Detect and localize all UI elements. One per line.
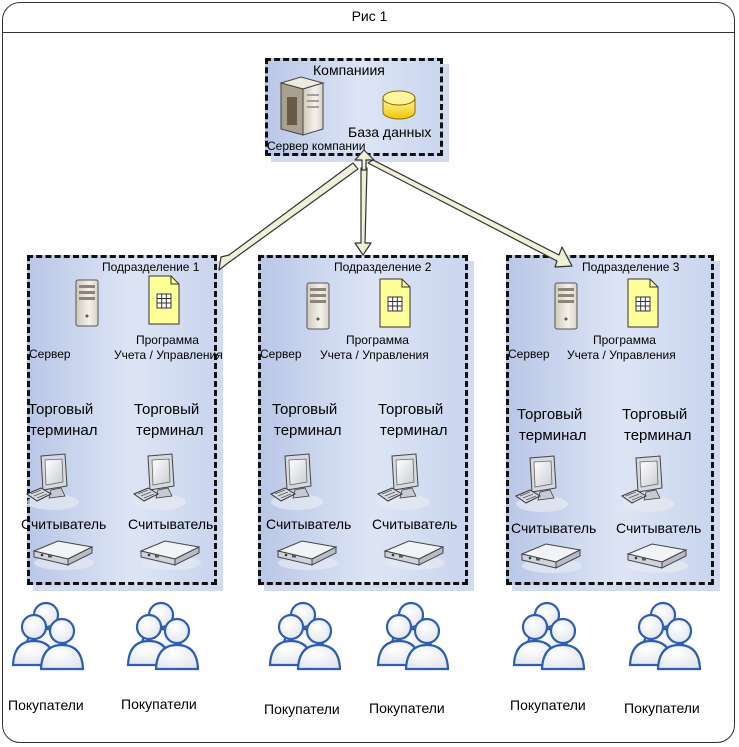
division-1-terminal-a-line1: Торговый: [28, 401, 94, 418]
division-3-border: [506, 255, 714, 585]
division-3-program-line1: Программа: [593, 333, 656, 347]
division-3-terminal-a-line1: Торговый: [517, 406, 583, 423]
customers-label-6: Покупатели: [624, 700, 700, 716]
customers-label-5: Покупатели: [510, 697, 586, 713]
company-server-label: Сервер компании: [267, 139, 366, 153]
division-1-reader-b-label: Считыватель: [128, 516, 214, 532]
division-3-terminal-a-line2: терминал: [519, 427, 587, 444]
customers-label-4: Покупатели: [369, 700, 445, 716]
division-1-server-label: Сервер: [29, 347, 71, 361]
division-3-reader-b-label: Считыватель: [616, 520, 702, 536]
company-server-icon: [279, 76, 325, 136]
company-border: [265, 58, 443, 156]
division-3-panel: [506, 255, 714, 585]
division-1-program-line2: Учета / Управления: [114, 348, 223, 362]
division-2-terminal-a-line2: терминал: [274, 422, 342, 439]
division-1-border: [27, 255, 217, 585]
division-1-program-line1: Программа: [136, 333, 199, 347]
division-2-terminal-b-line2: терминал: [380, 422, 448, 439]
division-2-reader-a-label: Считыватель: [266, 516, 352, 532]
division-2-terminal-a-line1: Торговый: [272, 401, 338, 418]
division-2-title: Подразделение 2: [334, 260, 432, 274]
division-3-program-line2: Учета / Управления: [567, 348, 676, 362]
division-2-border: [258, 255, 468, 585]
customers-label-2: Покупатели: [121, 696, 197, 712]
company-label: Компаниия: [313, 62, 385, 78]
division-1-terminal-b-line1: Торговый: [134, 401, 200, 418]
division-3-title: Подразделение 3: [582, 260, 680, 274]
division-3-reader-a-label: Считыватель: [511, 520, 597, 536]
customers-label-3: Покупатели: [264, 701, 340, 717]
connection-arrows: [218, 149, 573, 271]
division-3-terminal-b-line2: терминал: [624, 427, 692, 444]
division-2-program-line2: Учета / Управления: [320, 348, 429, 362]
database-label: База данных: [348, 124, 432, 140]
division-1-reader-a-label: Считыватель: [21, 516, 107, 532]
division-2-terminal-b-line1: Торговый: [378, 401, 444, 418]
title-bar: [2, 2, 735, 33]
division-1-title: Подразделение 1: [102, 260, 200, 274]
customers-label-1: Покупатели: [8, 697, 84, 713]
division-2-reader-b-label: Считыватель: [372, 516, 458, 532]
division-3-terminal-b-line1: Торговый: [622, 406, 688, 423]
division-1-terminal-b-line2: терминал: [136, 422, 204, 439]
division-1-terminal-a-line2: терминал: [30, 422, 98, 439]
figure-title: Рис 1: [351, 8, 388, 24]
database-icon: [382, 90, 416, 120]
division-3-server-label: Сервер: [508, 347, 550, 361]
division-1-panel: [27, 255, 217, 585]
division-2-program-line1: Программа: [346, 333, 409, 347]
division-2-panel: [258, 255, 468, 585]
division-2-server-label: Сервер: [260, 347, 302, 361]
